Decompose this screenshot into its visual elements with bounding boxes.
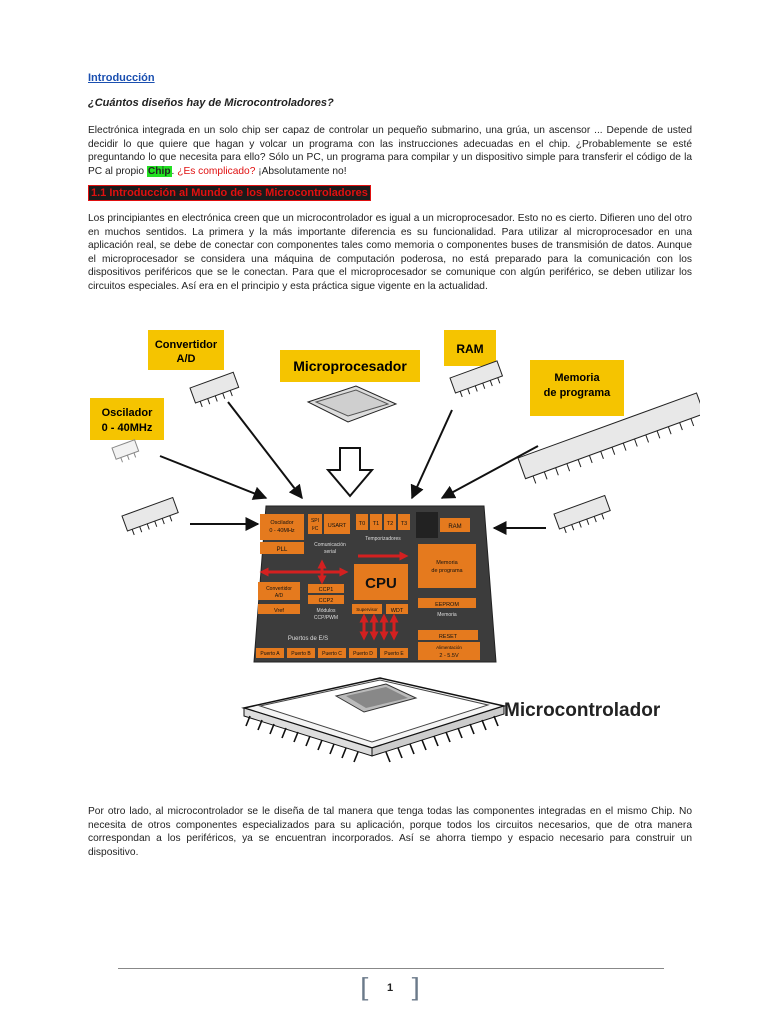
- port-d-label: Puerto D: [353, 651, 373, 657]
- block-voltage-label: 2 - 5.5V: [439, 653, 459, 659]
- label-program-memory-line2: de programa: [544, 387, 612, 399]
- label-adc-line2: A/D: [177, 353, 196, 365]
- label-ram: RAM: [444, 330, 496, 366]
- port-e-label: Puerto E: [384, 651, 404, 657]
- label-microprocessor-text: Microprocesador: [293, 358, 407, 374]
- block-usart-label: USART: [328, 523, 347, 529]
- question-text: ¿Es complicado: [177, 166, 249, 177]
- microcontroller-die: Oscilador 0 - 40MHz PLL SPI I²C USART Co…: [254, 506, 496, 662]
- block-ccp1-label: CCP1: [319, 587, 334, 593]
- block-reset-label: RESET: [439, 634, 458, 640]
- block-spi-line1: SPI: [311, 518, 319, 524]
- block-oscillator-line2: 0 - 40MHz: [269, 528, 295, 534]
- block-program-memory-line1: Memoria: [436, 560, 458, 566]
- port-b-label: Puerto B: [291, 651, 311, 657]
- chip-adc-icon: [190, 372, 241, 408]
- block-cpu-label: CPU: [365, 575, 397, 592]
- block-ccp2-label: CCP2: [319, 598, 334, 604]
- block-ram-label: RAM: [448, 524, 461, 530]
- io-ports-label: Puertos de E/S: [288, 636, 328, 642]
- ccp-label-line1: Módulos: [317, 608, 336, 614]
- chip-ram-icon: [450, 361, 505, 399]
- block-adc-line1: Convertidor: [266, 586, 292, 592]
- block-timer-t3-label: T3: [401, 521, 407, 527]
- block-serial-line1: Comunicación: [314, 542, 346, 548]
- block-oscillator: [260, 514, 304, 540]
- block-spi-line2: I²C: [312, 526, 319, 532]
- block-power-label: Alimentación: [436, 645, 462, 650]
- microcontroller-package: [244, 678, 504, 762]
- block-program-memory-line2: de programa: [431, 568, 463, 574]
- label-ram-text: RAM: [456, 342, 483, 356]
- block-supervisor-label: Supervisor: [356, 607, 378, 612]
- microcontroller-label: Microcontrolador: [504, 700, 661, 721]
- block-vref-label: Vref: [274, 608, 284, 614]
- answer-text: ¡Absolutamente no!: [255, 166, 346, 177]
- page-number-box: [ 1 ]: [360, 976, 420, 1002]
- down-arrow-icon: [328, 448, 372, 496]
- paragraph-microcontroller: Por otro lado, al microcontrolador se le…: [88, 805, 692, 859]
- block-oscillator-line1: Oscilador: [270, 520, 293, 526]
- port-c-label: Puerto C: [322, 651, 342, 657]
- label-program-memory: Memoria de programa: [530, 360, 624, 416]
- ccp-label-line2: CCP/PWM: [314, 615, 338, 621]
- label-oscillator: Oscilador 0 - 40MHz: [90, 398, 164, 440]
- block-timer-t2-label: T2: [387, 521, 393, 527]
- label-program-memory-line1: Memoria: [554, 372, 600, 384]
- block-eeprom-label: EEPROM: [435, 602, 459, 608]
- label-adc-line1: Convertidor: [155, 339, 218, 351]
- memory-label: Memoria: [437, 612, 457, 618]
- block-serial-line2: serial: [324, 549, 336, 555]
- paragraph-microprocessor: Los principiantes en electrónica creen q…: [88, 212, 692, 294]
- chip-highlight: Chip: [147, 166, 172, 177]
- label-oscillator-line1: Oscilador: [102, 407, 153, 419]
- port-a-label: Puerto A: [260, 651, 280, 657]
- timers-label: Temporizadores: [365, 536, 401, 542]
- label-microprocessor: Microprocesador: [280, 350, 420, 382]
- block-pll-label: PLL: [277, 547, 288, 553]
- chip-left-icon: [122, 498, 180, 537]
- right-bracket-icon: ]: [410, 976, 420, 1002]
- microcontroller-diagram: Convertidor A/D Microprocesador RAM Memo…: [90, 318, 700, 778]
- footer-divider: [118, 968, 664, 969]
- block-program-memory: [418, 544, 476, 588]
- block-wdt-label: WDT: [391, 608, 404, 614]
- subtitle: ¿Cuántos diseños hay de Microcontrolador…: [88, 97, 334, 109]
- paragraph-intro: Electrónica integrada en un solo chip se…: [88, 124, 692, 178]
- block-adc-line2: A/D: [275, 593, 284, 599]
- chip-right-icon: [554, 496, 612, 535]
- label-oscillator-line2: 0 - 40MHz: [102, 422, 153, 434]
- chip-oscillator-icon: [112, 440, 140, 464]
- block-timer-t1-label: T1: [373, 521, 379, 527]
- block-timer-t0-label: T0: [359, 521, 365, 527]
- block-ram-grid: [416, 512, 438, 538]
- section-heading: 1.1 Introducción al Mundo de los Microco…: [88, 185, 371, 201]
- intro-heading-link[interactable]: Introducción: [88, 72, 155, 84]
- label-adc: Convertidor A/D: [148, 330, 224, 370]
- chip-microprocessor-icon: [308, 386, 396, 422]
